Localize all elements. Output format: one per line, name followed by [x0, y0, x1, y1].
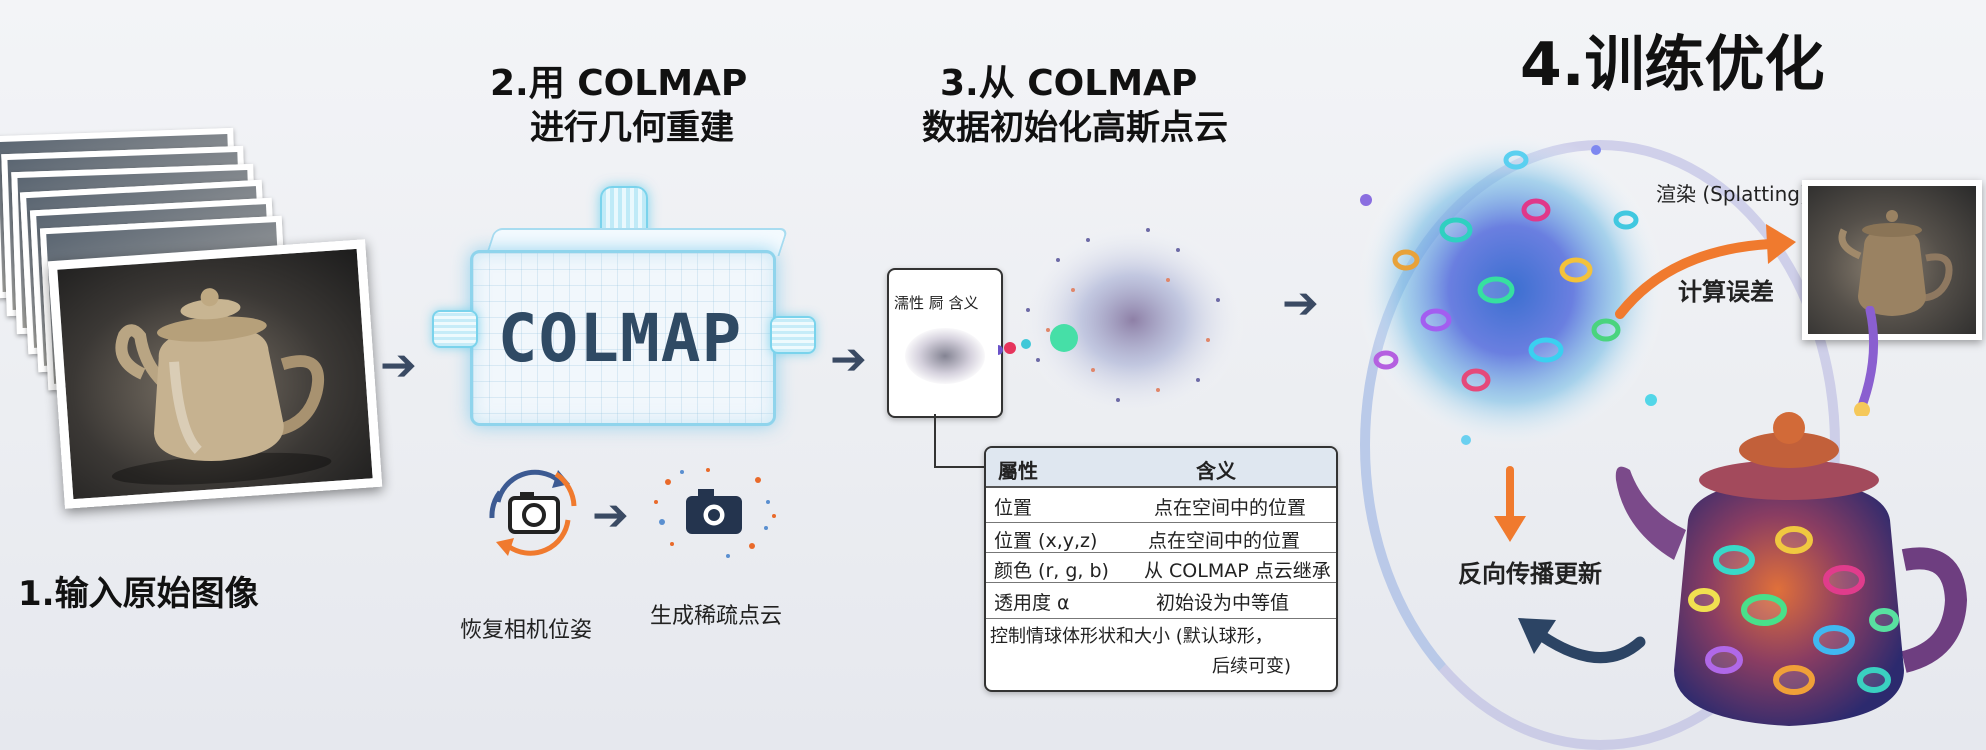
- table-header-attr: 屬性: [998, 459, 1038, 483]
- arrow-right-icon: ➔: [380, 340, 417, 391]
- table-header-row: 屬性 含义: [986, 448, 1336, 488]
- recover-pose-label: 恢复相机位姿: [460, 618, 593, 643]
- attribute-table: 屬性 含义 位置 点在空间中的位置 位置 (x,y,z) 点在空间中的位置 颜色…: [984, 446, 1338, 692]
- leader-line: [934, 466, 984, 468]
- table-cell-attr: 位置 (x,y,z): [994, 530, 1098, 552]
- table-row: 颜色 (r, g, b) 从 COLMAP 点云继承: [986, 552, 1336, 583]
- camera-sparse-icon: [648, 462, 778, 562]
- table-row: 控制情球体形状和大小 (默认球形， 后续可变): [986, 618, 1336, 690]
- camera-pose-icon: [478, 462, 588, 562]
- rendered-teapot-photo: [1802, 180, 1982, 340]
- table-header-meaning: 含义: [1196, 459, 1236, 483]
- gaussian-teapot-icon: [1604, 400, 1974, 736]
- table-row: 透用度 α 初始设为中等值: [986, 582, 1336, 619]
- gaussian-blob-icon: [905, 328, 985, 384]
- table-cell-attr: 位置: [994, 497, 1033, 519]
- arrow-right-icon: ➔: [592, 490, 629, 541]
- colmap-right-connector: [770, 316, 816, 354]
- step3-title-line1: 3.从 COLMAP: [940, 63, 1198, 104]
- table-cell-attr: 颜色 (r, g, b): [994, 560, 1109, 582]
- backprop-label: 反向传播更新: [1458, 560, 1602, 588]
- teapot-icon: [1838, 210, 1953, 316]
- sparse-cloud-label: 生成稀疏点云: [650, 604, 783, 629]
- arrow-right-icon: ➔: [1282, 278, 1319, 329]
- teapot-icon: [111, 288, 332, 485]
- table-cell-meaning: 点在空间中的位置: [1154, 497, 1307, 519]
- attribute-panel-label: 濡性 屙 含义: [894, 294, 979, 312]
- table-row: 位置 点在空间中的位置: [986, 486, 1336, 523]
- table-row: 位置 (x,y,z) 点在空间中的位置: [986, 522, 1336, 553]
- step2-title-line2: 进行几何重建: [530, 108, 734, 148]
- table-cell-meaning: 初始设为中等值: [1156, 592, 1290, 614]
- table-cell-attr: 控制情球体形状和大小 (默认球形，: [990, 626, 1273, 647]
- colmap-logo-text: COLMAP: [497, 300, 743, 377]
- gaussian-point-cloud-icon: [998, 210, 1248, 430]
- step3-title-line2: 数据初始化高斯点云: [922, 108, 1228, 148]
- table-cell-meaning: 点在空间中的位置: [1148, 530, 1301, 552]
- leader-line: [934, 414, 936, 468]
- arrow-right-icon: ➔: [830, 334, 867, 385]
- table-cell-attr: 透用度 α: [994, 592, 1070, 614]
- backprop-curve-arrow-icon: [1512, 592, 1652, 672]
- teapot-photo: [47, 239, 383, 509]
- table-cell-meaning: 从 COLMAP 点云继承: [1144, 560, 1331, 582]
- step1-title: 1.输入原始图像: [18, 574, 259, 614]
- render-splatting-label: 渲染 (Splatting): [1656, 182, 1808, 206]
- gaussian-splat-cloud-icon: [1346, 120, 1676, 460]
- step2-title-line1: 2.用 COLMAP: [490, 63, 748, 104]
- colmap-left-connector: [432, 310, 478, 348]
- step4-title: 4.训练优化: [1520, 30, 1825, 100]
- compute-error-label: 计算误差: [1678, 278, 1774, 306]
- gradient-down-arrow-icon: [1850, 306, 1890, 416]
- backprop-down-arrow-icon: [1490, 466, 1530, 546]
- table-cell-meaning: 后续可变): [1212, 656, 1292, 677]
- render-arrow-icon: [1610, 210, 1800, 320]
